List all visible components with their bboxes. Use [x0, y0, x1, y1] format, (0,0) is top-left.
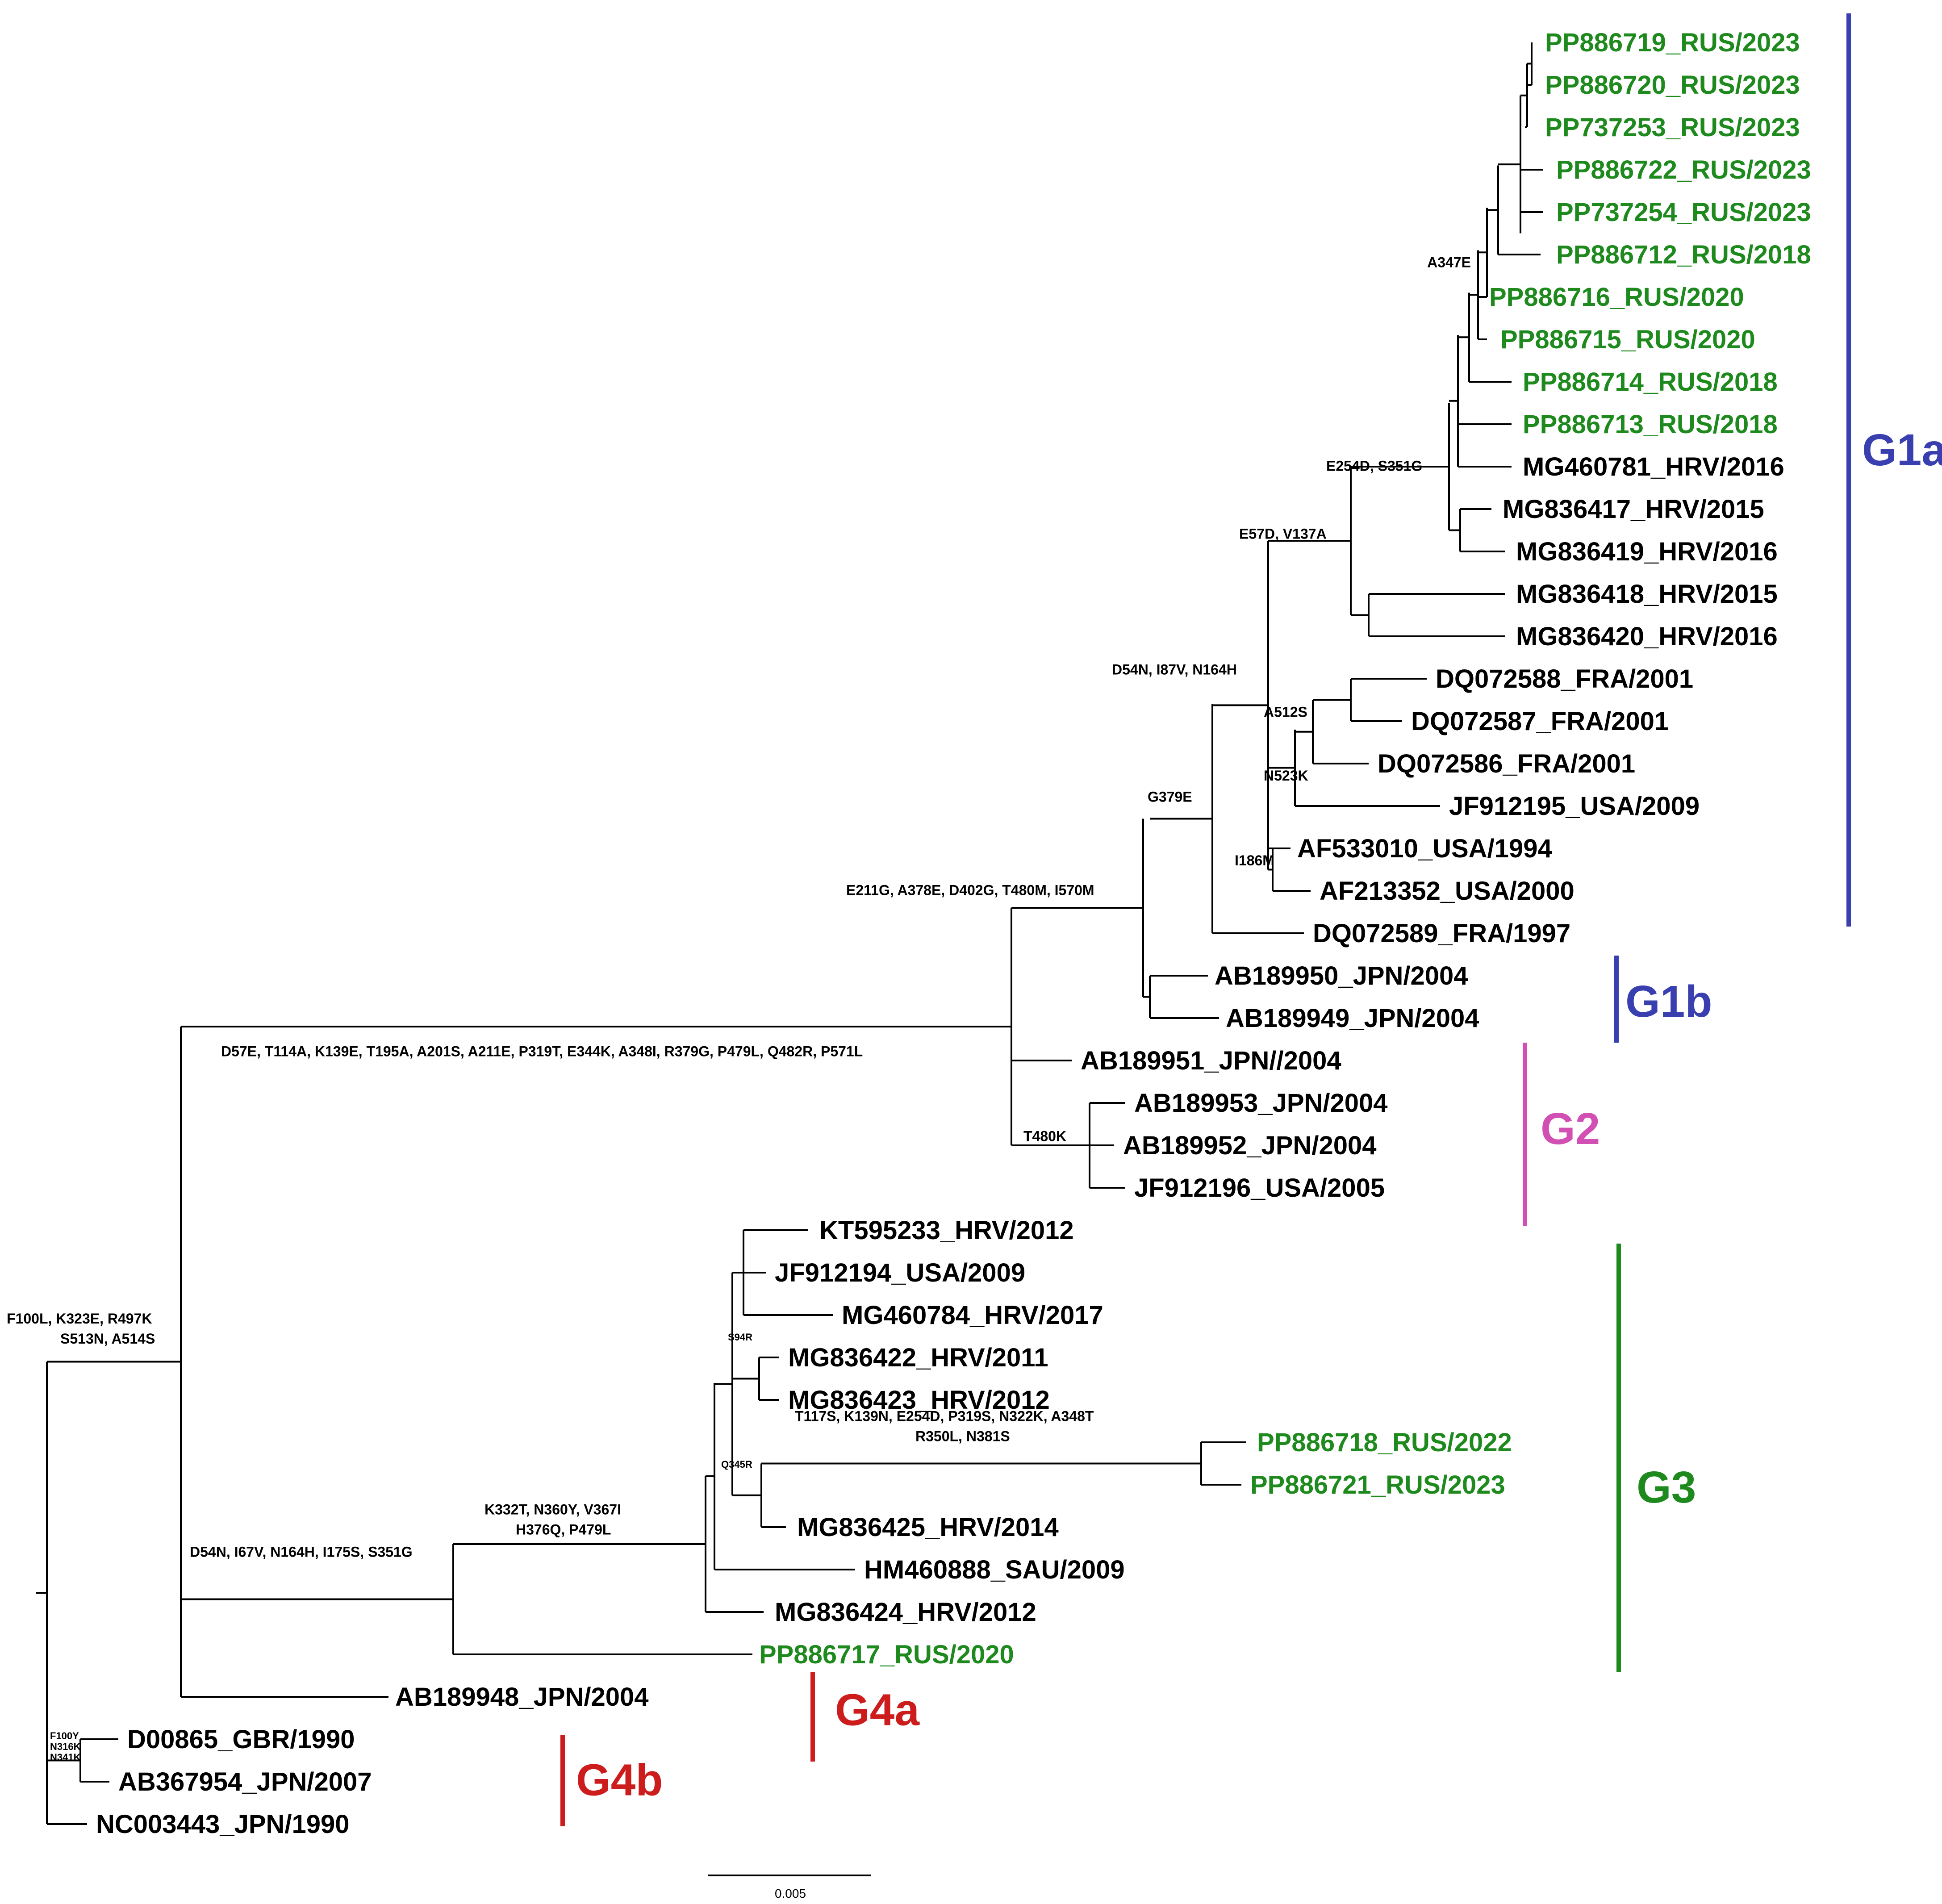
leaf-label: PP886720_RUS/2023 — [1545, 71, 1800, 100]
leaf-label: AB189953_JPN/2004 — [1134, 1089, 1388, 1118]
mutation-labels: A347E E254D, S351G E57D, V137A D54N, I87V, … — [7, 255, 1471, 1763]
leaf-label: PP737253_RUS/2023 — [1545, 113, 1800, 142]
mutation-label: G379E — [1148, 789, 1192, 805]
leaf-label: NC003443_JPN/1990 — [96, 1810, 350, 1839]
scale-bar: 0.005 — [708, 1875, 871, 1900]
leaf-label: AB189950_JPN/2004 — [1215, 961, 1468, 990]
leaf-label: MG836424_HRV/2012 — [775, 1598, 1036, 1627]
scale-bar-label: 0.005 — [775, 1887, 806, 1900]
tree-branches — [36, 42, 1543, 1825]
leaf-label: PP886713_RUS/2018 — [1523, 410, 1778, 439]
leaf-label: MG836419_HRV/2016 — [1516, 537, 1778, 566]
leaf-label: MG836420_HRV/2016 — [1516, 622, 1778, 651]
leaf-label: AB189951_JPN//2004 — [1081, 1046, 1341, 1075]
mutation-label: D54N, I67V, N164H, I175S, S351G — [190, 1544, 413, 1560]
leaf-label: DQ072589_FRA/1997 — [1313, 919, 1570, 948]
leaf-label: D00865_GBR/1990 — [127, 1725, 355, 1754]
leaf-label: AF533010_USA/1994 — [1297, 834, 1552, 863]
leaf-label: PP737254_RUS/2023 — [1556, 198, 1811, 227]
leaf-label: MG836418_HRV/2015 — [1516, 580, 1778, 609]
leaf-label: MG836425_HRV/2014 — [797, 1513, 1059, 1542]
mutation-label: T117S, K139N, E254D, P319S, N322K, A348T… — [795, 1408, 1094, 1445]
leaf-label: DQ072587_FRA/2001 — [1411, 707, 1669, 736]
leaf-label: AB189949_JPN/2004 — [1226, 1004, 1479, 1033]
leaf-label: MG460781_HRV/2016 — [1523, 452, 1784, 481]
mutation-label: N523K — [1264, 768, 1308, 784]
leaf-label: PP886712_RUS/2018 — [1556, 240, 1811, 269]
leaf-label: MG836423_HRV/2012 — [788, 1386, 1050, 1415]
leaf-label: PP886718_RUS/2022 — [1257, 1428, 1512, 1457]
mutation-label: E254D, S351G — [1326, 458, 1422, 474]
leaf-label: HM460888_SAU/2009 — [864, 1555, 1125, 1584]
mutation-label: Q345R — [721, 1459, 752, 1470]
group-label: G2 — [1541, 1104, 1600, 1154]
mutation-label: T480K — [1023, 1128, 1066, 1144]
leaf-label: JF912196_USA/2005 — [1134, 1173, 1385, 1203]
leaf-label: AB189952_JPN/2004 — [1123, 1131, 1377, 1160]
mutation-label: I186M — [1235, 852, 1274, 868]
group-label: G1b — [1625, 977, 1712, 1027]
leaf-labels: PP886719_RUS/2023PP886720_RUS/2023PP7372… — [96, 28, 1811, 1839]
mutation-label: S94R — [728, 1332, 752, 1343]
leaf-label: PP886722_RUS/2023 — [1556, 155, 1811, 184]
leaf-label: KT595233_HRV/2012 — [819, 1216, 1074, 1245]
leaf-label: PP886719_RUS/2023 — [1545, 28, 1800, 57]
group-label: G4b — [576, 1755, 663, 1805]
mutation-label: A347E — [1427, 255, 1471, 271]
leaf-label: MG836422_HRV/2011 — [788, 1343, 1048, 1372]
leaf-label: MG460784_HRV/2017 — [842, 1301, 1103, 1330]
leaf-label: PP886717_RUS/2020 — [759, 1640, 1014, 1669]
mutation-label: E57D, V137A — [1239, 526, 1327, 542]
leaf-label: PP886721_RUS/2023 — [1250, 1470, 1505, 1499]
leaf-label: DQ072586_FRA/2001 — [1378, 749, 1635, 778]
group-label: G4a — [835, 1685, 920, 1735]
mutation-label: D57E, T114A, K139E, T195A, A201S, A211E,… — [221, 1044, 863, 1060]
leaf-label: AB189948_JPN/2004 — [395, 1683, 649, 1712]
leaf-label: PP886715_RUS/2020 — [1500, 325, 1755, 354]
mutation-label: E211G, A378E, D402G, T480M, I570M — [846, 882, 1094, 898]
group-label: G3 — [1637, 1462, 1696, 1512]
leaf-label: JF912195_USA/2009 — [1449, 792, 1700, 821]
leaf-label: PP886716_RUS/2020 — [1489, 283, 1744, 312]
leaf-label: AF213352_USA/2000 — [1320, 877, 1574, 906]
leaf-label: JF912194_USA/2009 — [775, 1258, 1025, 1287]
mutation-label: A512S — [1264, 704, 1307, 720]
leaf-label: AB367954_JPN/2007 — [118, 1767, 372, 1796]
leaf-label: MG836417_HRV/2015 — [1503, 495, 1764, 524]
leaf-label: DQ072588_FRA/2001 — [1436, 664, 1693, 693]
group-label: G1a — [1862, 425, 1942, 475]
leaf-label: PP886714_RUS/2018 — [1523, 367, 1778, 397]
mutation-label: D54N, I87V, N164H — [1112, 662, 1237, 678]
